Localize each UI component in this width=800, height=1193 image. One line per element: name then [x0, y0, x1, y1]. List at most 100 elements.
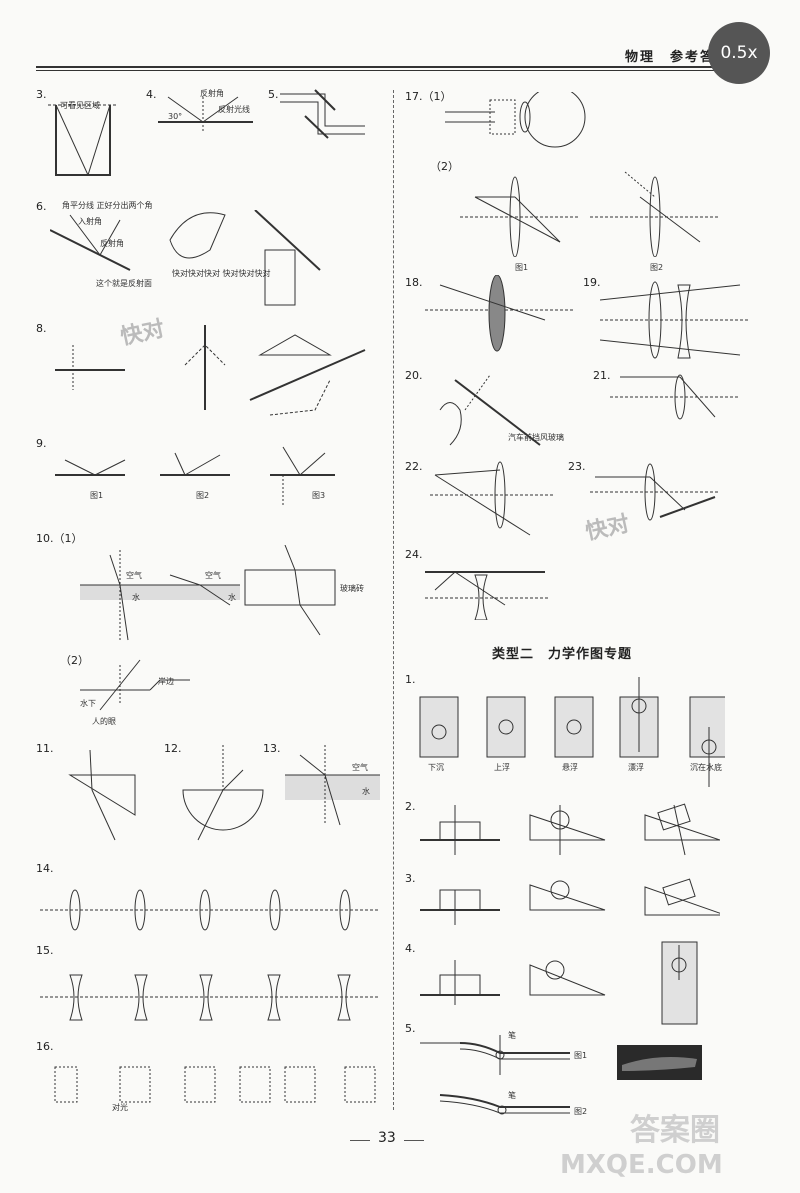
figure-20	[430, 370, 560, 455]
mech5-caption-2: 图2	[574, 1107, 588, 1116]
mech-figure-4	[420, 940, 720, 1025]
mech-figure-2	[420, 800, 720, 860]
mech5-pen-2: 笔	[508, 1091, 516, 1100]
figure-8	[55, 325, 375, 435]
figure-21	[610, 372, 740, 422]
figure-19	[600, 280, 750, 365]
mech-2-num: 2.	[405, 800, 416, 813]
figure-16	[30, 1062, 380, 1112]
figure-22	[430, 460, 560, 540]
item-5-num: 5.	[268, 88, 279, 101]
fig13-water: 水	[362, 787, 370, 796]
item-6-caption4: 这个就是反射面	[96, 279, 152, 288]
fig13-air: 空气	[352, 763, 368, 772]
page-number-rule-left	[350, 1140, 370, 1141]
item-16-num: 16.	[36, 1040, 54, 1053]
figure-10-1	[80, 545, 350, 645]
fig10-shore: 岸边	[158, 677, 174, 686]
fig10-eye: 人的眼	[92, 717, 116, 726]
figure-12	[178, 745, 268, 845]
figure-5	[280, 88, 370, 148]
mech1-caption-2: 上浮	[494, 763, 510, 772]
mech1-caption-1: 下沉	[428, 763, 444, 772]
item-20-num: 20.	[405, 369, 423, 382]
item-8-num: 8.	[36, 322, 47, 335]
watermark-site: MXQE.COM	[560, 1150, 723, 1180]
page-number-rule-right	[404, 1140, 424, 1141]
mech-3-num: 3.	[405, 872, 416, 885]
item-3-caption: 可看见区域	[60, 101, 100, 110]
item-4-caption2: 反射光线	[218, 105, 250, 114]
item-4-angle: 30°	[168, 112, 183, 121]
item-10-num: 10.（1）	[36, 532, 83, 545]
item-6-caption: 角平分线 正好分出两个角	[62, 201, 153, 210]
item-15-num: 15.	[36, 944, 54, 957]
item-11-num: 11.	[36, 742, 54, 755]
figure-11	[60, 745, 150, 845]
mech5-pen-1: 笔	[508, 1031, 516, 1040]
fig10-water-1: 水	[132, 593, 140, 602]
item-9-num: 9.	[36, 437, 47, 450]
fig10-water-2: 水	[228, 593, 236, 602]
figure-4	[158, 92, 258, 142]
mech5-photo	[617, 1045, 702, 1080]
header-rule-thin	[36, 70, 764, 71]
header-rule	[36, 66, 764, 68]
watermark-site2: 答案圈	[630, 1113, 720, 1148]
section-title: 类型二 力学作图专题	[492, 647, 633, 662]
item-6-caption5: 快对快对快对 快对快对快对	[172, 269, 271, 278]
mech1-caption-5: 沉在水底	[690, 763, 722, 772]
figure-17-1	[445, 92, 595, 152]
item-12-num: 12.	[164, 742, 182, 755]
figure-14	[40, 885, 380, 935]
figure-9	[55, 445, 335, 515]
fig17-caption-2: 图2	[650, 263, 664, 272]
column-divider	[393, 90, 394, 1110]
item-4-caption: 反射角	[200, 89, 224, 98]
item-22-num: 22.	[405, 460, 423, 473]
fig10-air-2: 空气	[205, 571, 221, 580]
zoom-badge[interactable]: 0.5x	[708, 22, 770, 84]
figure-24	[425, 560, 555, 620]
item-4-num: 4.	[146, 88, 157, 101]
figure-6	[50, 210, 380, 310]
page-number: 33	[378, 1130, 396, 1146]
item-6-caption2: 入射角	[78, 217, 102, 226]
figure-15	[40, 970, 380, 1025]
mech1-caption-4: 漂浮	[628, 763, 644, 772]
fig10-glass: 玻璃砖	[340, 584, 364, 593]
item-3-num: 3.	[36, 88, 47, 101]
fig10-air-1: 空气	[126, 571, 142, 580]
fig9-caption-2: 图2	[196, 491, 210, 500]
item-13-num: 13.	[263, 742, 281, 755]
item-21-num: 21.	[593, 369, 611, 382]
item-10-2-num: （2）	[60, 654, 89, 667]
figure-13	[285, 745, 385, 830]
mech-figure-3	[420, 875, 720, 935]
mech-figure-5	[420, 1025, 590, 1125]
item-14-num: 14.	[36, 862, 54, 875]
figure-3	[48, 95, 128, 185]
item-6-caption3: 反射角	[100, 239, 124, 248]
fig10-under: 水下	[80, 699, 96, 708]
header-title: 物理 参考答案	[624, 50, 730, 65]
item-18-num: 18.	[405, 276, 423, 289]
figure-10-2	[80, 655, 200, 720]
fig20-caption: 汽车前挡风玻璃	[508, 433, 564, 442]
item-23-num: 23.	[568, 460, 586, 473]
fig9-caption-3: 图3	[312, 491, 326, 500]
item-6-num: 6.	[36, 200, 47, 213]
mech-5-num: 5.	[405, 1022, 416, 1035]
fig17-caption-1: 图1	[515, 263, 529, 272]
mech-1-num: 1.	[405, 673, 416, 686]
item-24-num: 24.	[405, 548, 423, 561]
item-17-num: 17.（1）	[405, 90, 452, 103]
item-17-2-num: （2）	[430, 160, 459, 173]
mech-4-num: 4.	[405, 942, 416, 955]
figure-17-2	[460, 162, 720, 257]
fig9-caption-1: 图1	[90, 491, 104, 500]
figure-18	[425, 275, 575, 355]
item-19-num: 19.	[583, 276, 601, 289]
mech-figure-1	[415, 672, 725, 792]
fig16-caption: 对光	[112, 1103, 128, 1112]
